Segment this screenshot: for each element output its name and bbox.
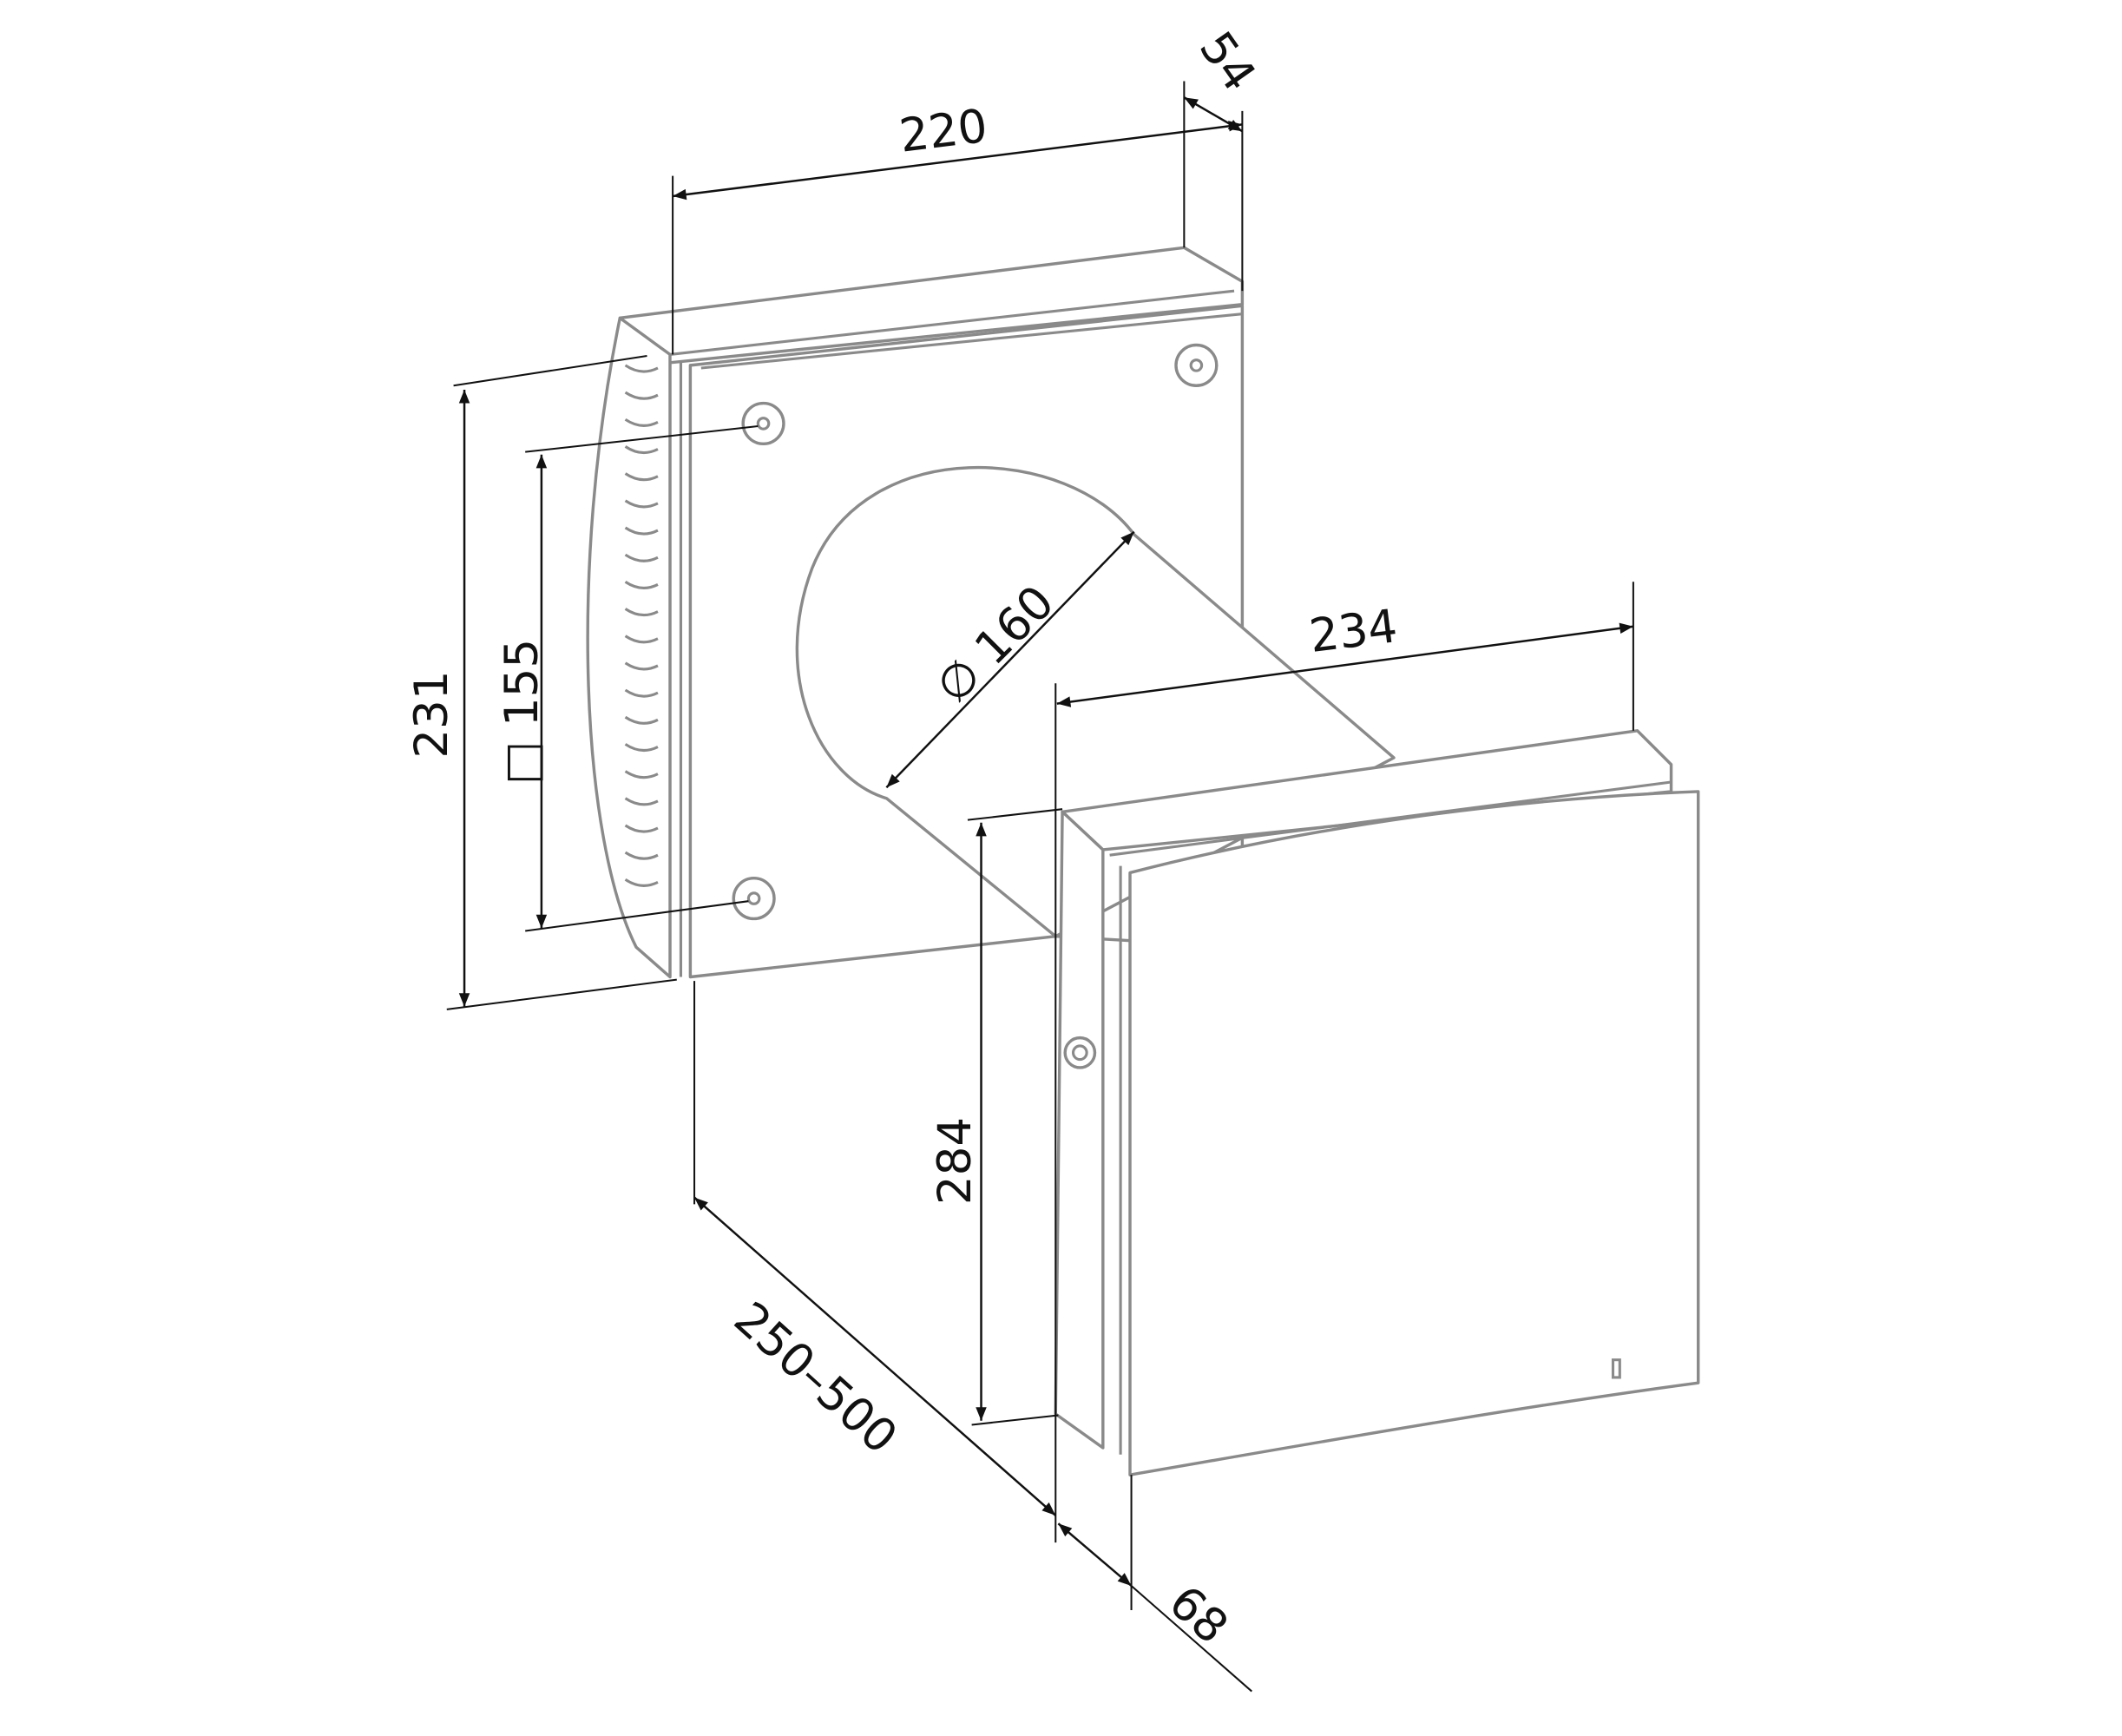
label-220: 220 [897,100,990,163]
grille-slats [624,364,659,887]
label-54: 54 [1189,23,1266,101]
dim-line-250-500 [693,1196,1057,1516]
mounting-holes [732,343,1219,921]
label-284: 284 [929,1117,982,1205]
front-unit-housing [1054,810,1105,1450]
label-250-500: 250–500 [724,1292,907,1464]
dim-line-54 [1183,96,1244,133]
sensor-knob [1063,1036,1097,1069]
dim-line-220 [672,121,1243,201]
dimension-lines [446,81,1634,1693]
dim-line-160 [885,530,1135,789]
rear-grille [586,316,672,979]
label-68: 68 [1159,1575,1238,1654]
dim-line-234 [1056,622,1634,707]
front-cover-panel [1128,790,1700,1476]
label-234: 234 [1306,600,1400,663]
label-155: □ 155 [496,639,549,785]
label-231: 231 [405,670,458,758]
indicator-light [1611,1358,1621,1379]
front-unit [1054,729,1700,1476]
dim-line-68 [1057,1522,1133,1587]
